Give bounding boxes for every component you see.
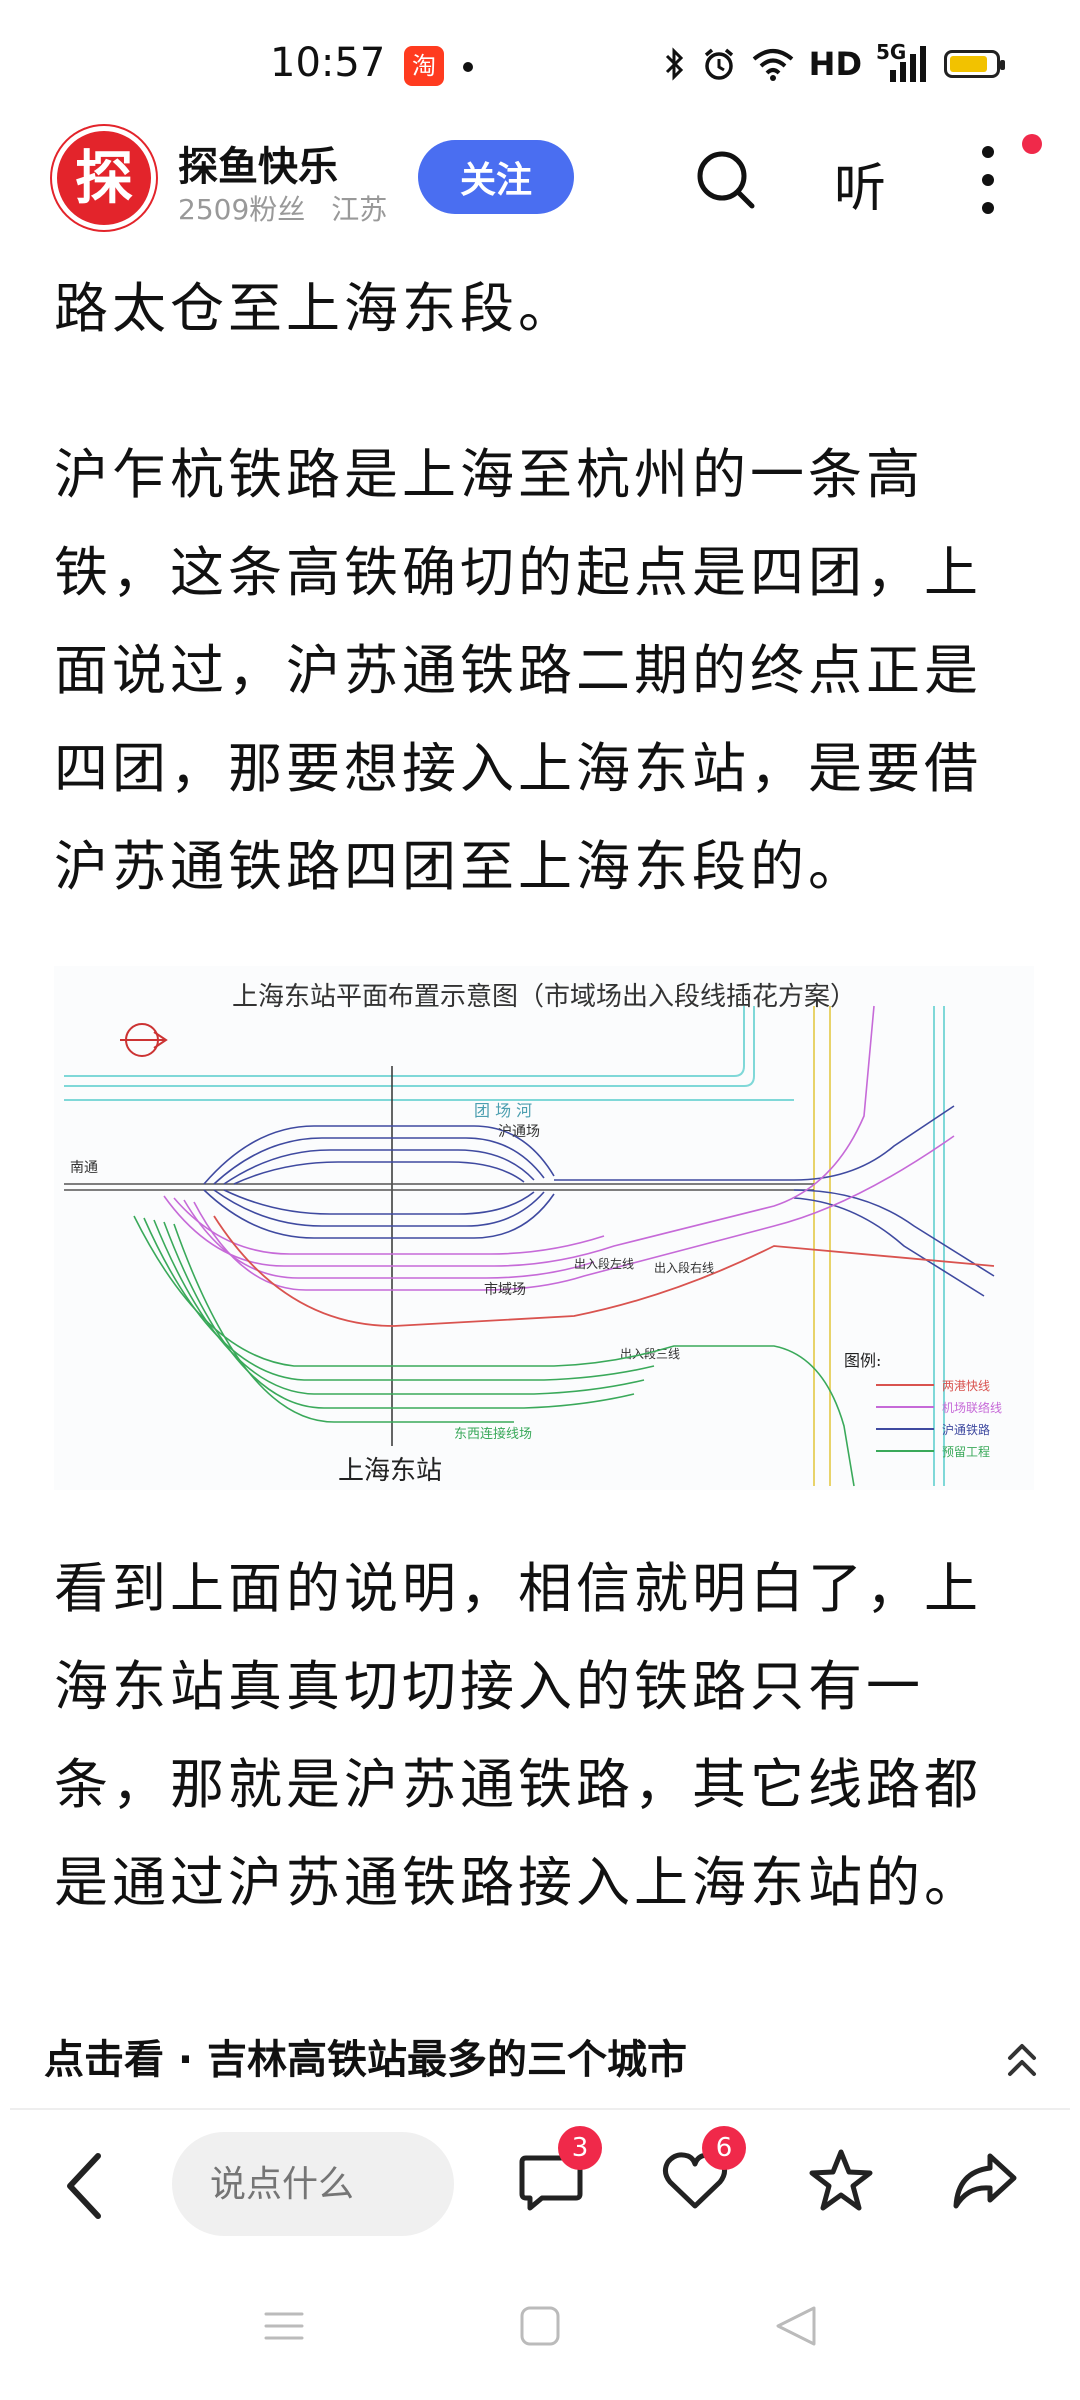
author-name[interactable]: 探鱼快乐: [178, 144, 338, 190]
legend-entry: 沪通铁路: [942, 1422, 990, 1437]
paragraph-line: 海东站真真切切接入的铁路只有一: [54, 1655, 924, 1718]
article-paragraph-3: 看到上面的说明，相信就明白了，上 海东站真真切切接入的铁路只有一 条，那就是沪苏…: [54, 1540, 982, 1932]
paragraph-line: 沪苏通铁路四团至上海东段的。: [54, 835, 866, 898]
shiyu-yard-label: 市域场: [484, 1281, 526, 1298]
status-icons: HD 5G: [663, 40, 1005, 86]
paragraph-line: 沪乍杭铁路是上海至杭州的一条高: [54, 443, 924, 506]
paragraph-line: 四团，那要想接入上海东站，是要借: [54, 737, 982, 800]
search-icon[interactable]: [694, 148, 758, 212]
paragraph-line: 铁，这条高铁确切的起点是四团，上: [54, 541, 982, 604]
signal-icon: 5G: [876, 40, 930, 84]
listen-button[interactable]: 听: [834, 159, 887, 219]
wifi-icon: [752, 49, 793, 81]
related-article-link[interactable]: 点击看 · 吉林高铁站最多的三个城市: [44, 2020, 1040, 2100]
related-article-title: 点击看 · 吉林高铁站最多的三个城市: [44, 2037, 688, 2083]
like-button[interactable]: 6: [660, 2126, 746, 2216]
author-avatar[interactable]: 探: [52, 126, 156, 230]
favorite-star-icon[interactable]: [806, 2146, 876, 2216]
station-layout-figure[interactable]: 上海东站平面布置示意图（市域场出入段线插花方案） 团 场 河: [54, 966, 1034, 1490]
follower-count: 2509粉丝: [178, 193, 306, 226]
home-icon[interactable]: [518, 2304, 562, 2348]
station-label: 上海东站: [338, 1456, 443, 1486]
bottom-action-bar: 3 6: [0, 2120, 1080, 2250]
divider: [10, 2108, 1070, 2110]
east-west-link-label: 东西连接线场: [454, 1426, 532, 1442]
paragraph-line: 路太仓至上海东段。: [54, 277, 576, 340]
article-paragraph-2: 沪乍杭铁路是上海至杭州的一条高 铁，这条高铁确切的起点是四团，上 面说过，沪苏通…: [54, 426, 982, 916]
article-paragraph-1: 路太仓至上海东段。: [54, 260, 576, 358]
bluetooth-icon: [665, 47, 683, 81]
canal-label: 团 场 河: [474, 1101, 532, 1120]
comment-button[interactable]: 3: [516, 2126, 602, 2216]
share-icon[interactable]: [950, 2146, 1020, 2216]
system-nav-bar: [0, 2280, 1080, 2400]
more-notifications-dot: [463, 62, 473, 72]
nantong-label: 南通: [70, 1160, 98, 1176]
like-count-badge: 6: [702, 2126, 746, 2170]
station-layout-diagram: 团 场 河 南通: [64, 1005, 1002, 1487]
notification-dot: [1022, 134, 1042, 154]
exit-right-label: 出入段右线: [654, 1260, 714, 1275]
compass-icon: [120, 1023, 168, 1057]
paragraph-line: 面说过，沪苏通铁路二期的终点正是: [54, 639, 982, 702]
follow-button[interactable]: 关注: [418, 140, 574, 214]
battery-icon: [944, 50, 1005, 78]
taobao-notification-icon: 淘: [404, 46, 444, 86]
legend-title: 图例:: [844, 1351, 881, 1370]
comment-input[interactable]: [172, 2132, 454, 2236]
paragraph-line: 条，那就是沪苏通铁路，其它线路都: [54, 1753, 982, 1816]
author-meta: 2509粉丝江苏: [178, 188, 387, 228]
exit-left-label: 出入段左线: [574, 1256, 634, 1271]
author-location: 江苏: [331, 193, 388, 226]
back-arrow-icon[interactable]: [62, 2150, 106, 2222]
status-time: 10:57: [270, 40, 386, 86]
exit-third-label: 出入段三线: [620, 1346, 680, 1361]
network-hd-label: HD: [808, 45, 862, 83]
author-header: 探 探鱼快乐 2509粉丝江苏 关注 听: [0, 118, 1080, 238]
back-nav-icon[interactable]: [772, 2302, 820, 2350]
network-5g-label: 5G: [876, 40, 907, 64]
paragraph-line: 是通过沪苏通铁路接入上海东站的。: [54, 1851, 982, 1914]
hutong-yard-label: 沪通场: [498, 1124, 540, 1140]
menu-icon[interactable]: [262, 2304, 306, 2348]
alarm-icon: [704, 48, 733, 80]
legend-entry: 机场联络线: [942, 1400, 1002, 1415]
status-bar: 10:57 淘 HD 5G: [0, 0, 1080, 130]
legend-entry: 两港快线: [942, 1379, 990, 1393]
collapse-chevron-icon[interactable]: [1004, 2038, 1040, 2082]
paragraph-line: 看到上面的说明，相信就明白了，上: [54, 1557, 982, 1620]
figure-title: 上海东站平面布置示意图（市域场出入段线插花方案）: [231, 982, 856, 1012]
legend-entry: 预留工程: [942, 1444, 990, 1459]
comment-count-badge: 3: [558, 2126, 602, 2170]
more-options-icon[interactable]: [968, 142, 1008, 218]
